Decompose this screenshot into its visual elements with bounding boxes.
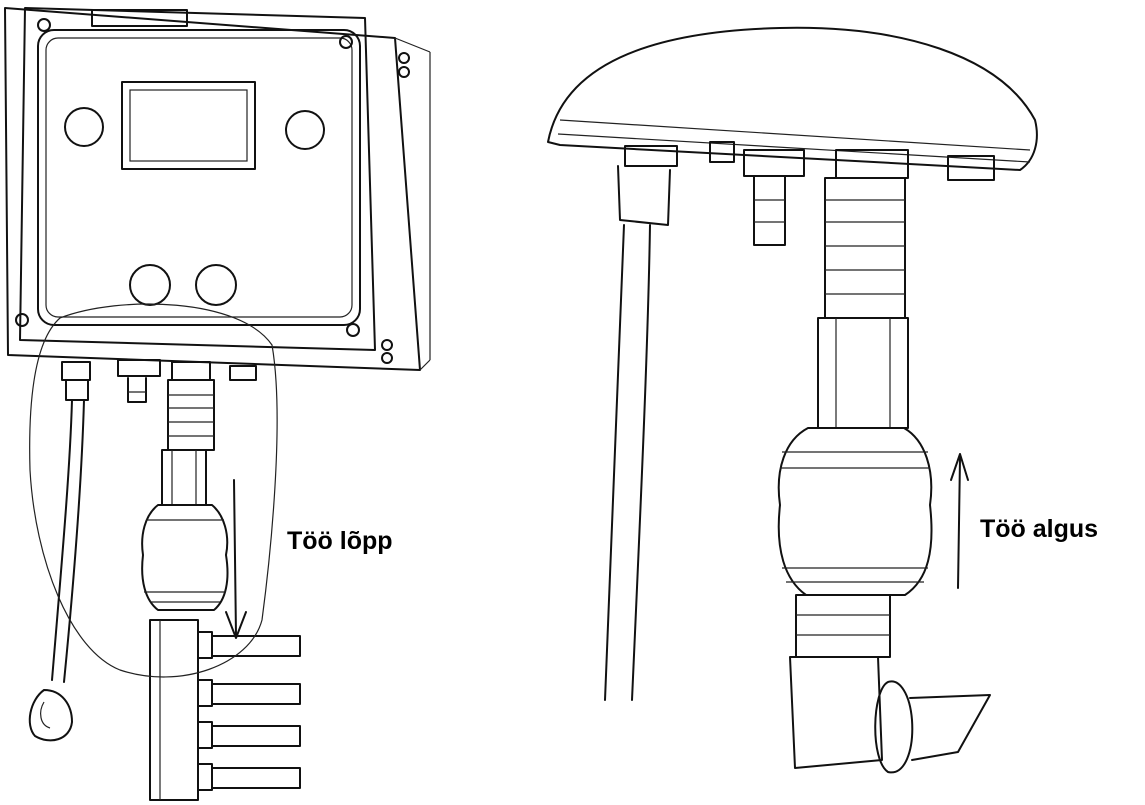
arrow-up-icon bbox=[950, 453, 969, 589]
cable-left bbox=[28, 379, 89, 742]
work-end-label: Töö lõpp bbox=[287, 527, 393, 555]
coupling-right bbox=[777, 177, 991, 774]
dome-unit bbox=[547, 26, 1038, 181]
nozzle-right bbox=[753, 175, 786, 246]
coupling-left bbox=[141, 379, 301, 801]
manifold-outlets bbox=[197, 631, 301, 791]
work-start-label: Töö algus bbox=[980, 515, 1099, 543]
arrow-down-icon bbox=[225, 479, 247, 639]
cable-right bbox=[604, 165, 671, 701]
highlight-outline bbox=[29, 303, 278, 678]
control-box bbox=[4, 7, 431, 403]
